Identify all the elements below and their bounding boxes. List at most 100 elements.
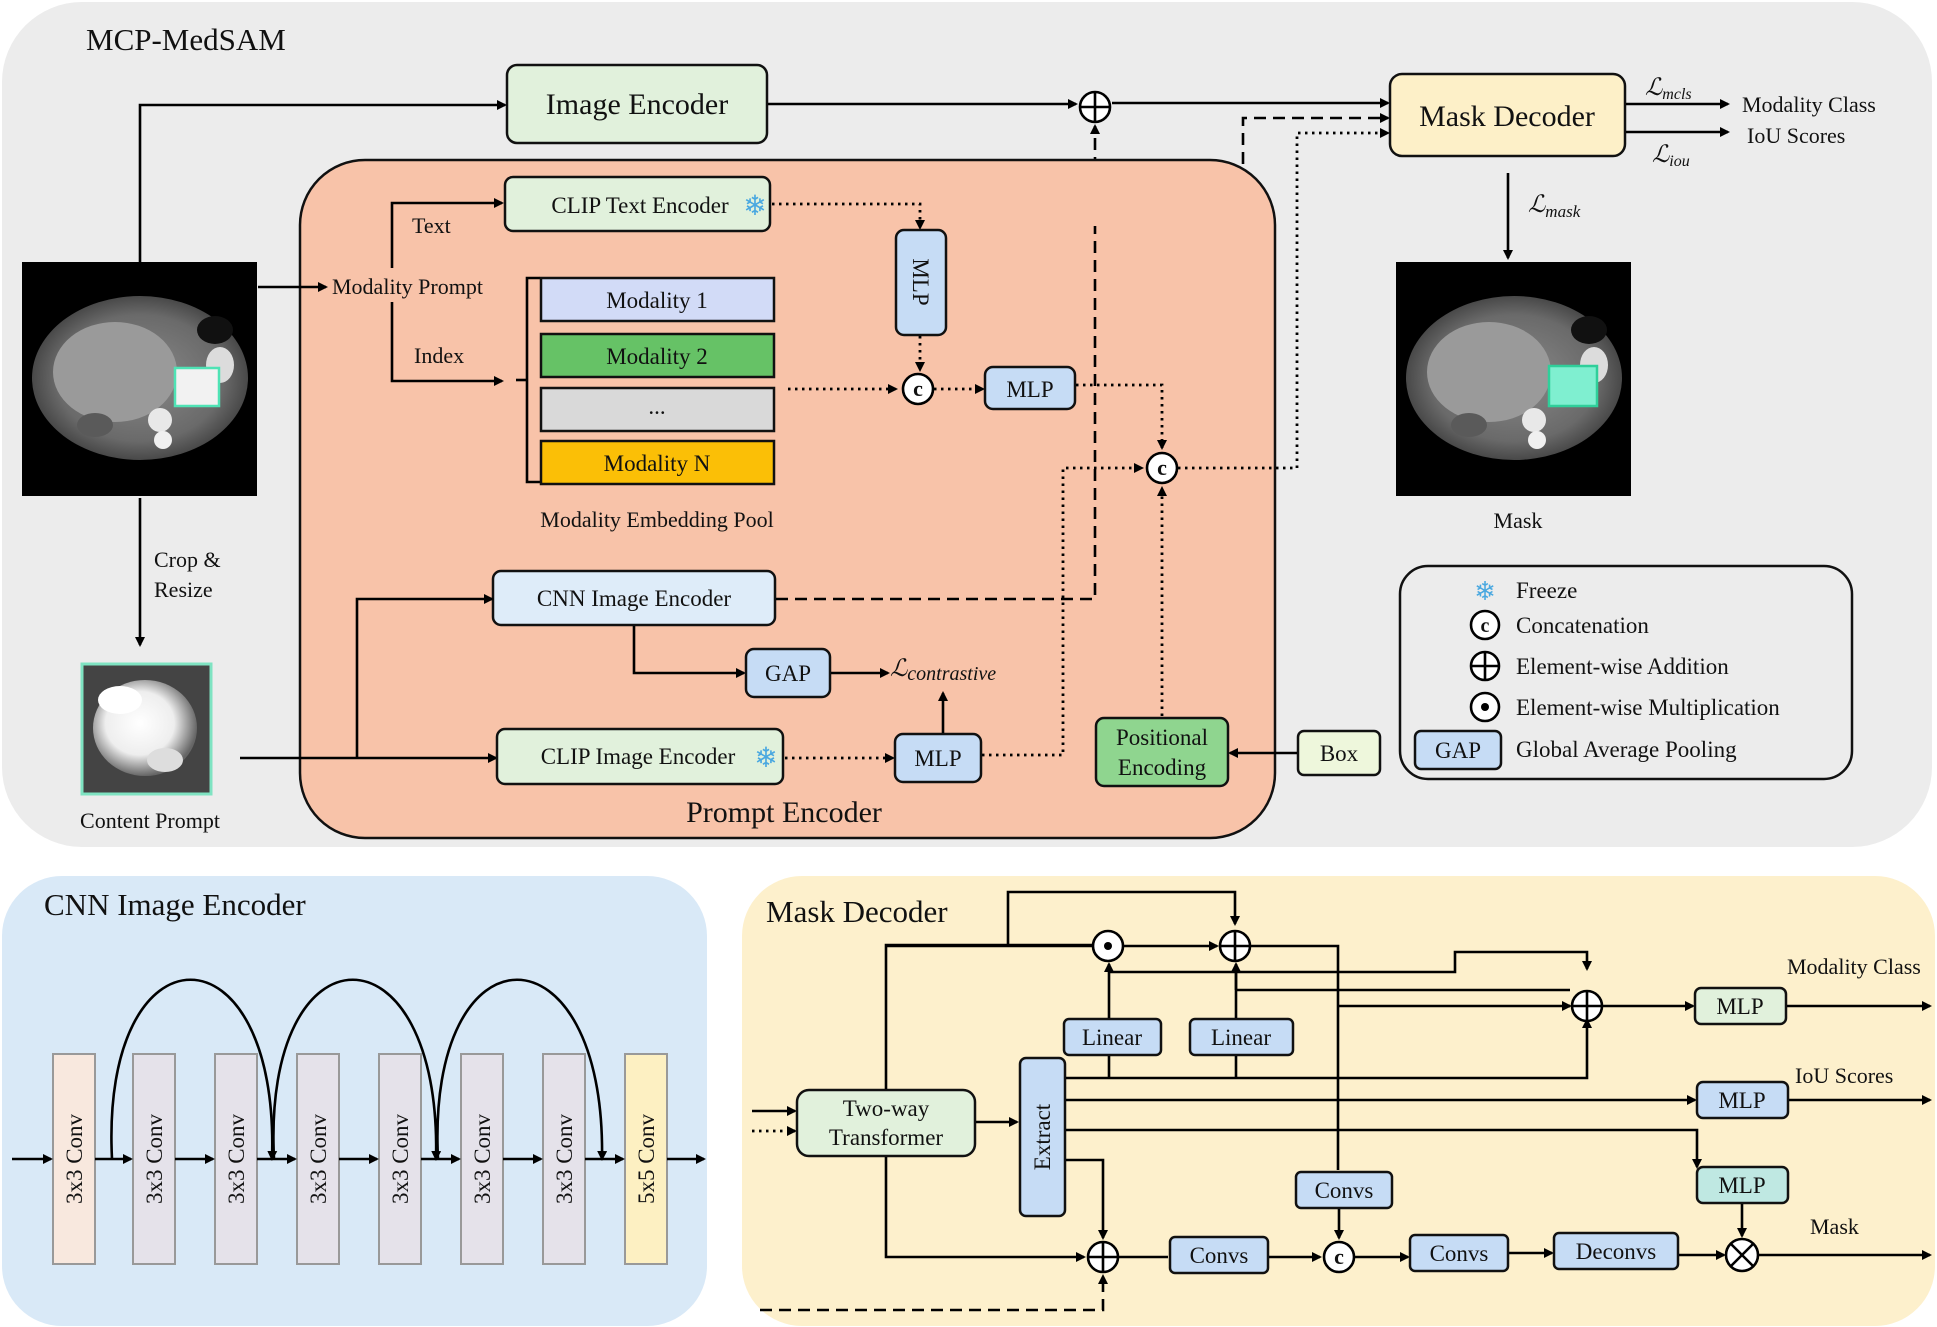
modality-pool: Modality 1 Modality 2 ... Modality N [539,276,776,486]
pool-mlp-box [983,365,1077,411]
modality-ellipsis-box [539,386,776,433]
modality-2-box [539,332,776,379]
top-addition-symbol [1078,90,1112,124]
decoder-mlp-mask-label: MLP [1718,1173,1765,1198]
two-way-transformer-box [795,1088,977,1158]
decoder-matmul-symbol [1724,1237,1760,1273]
iou-scores-output: IoU Scores [1747,123,1845,148]
content-prompt-image [80,662,213,796]
cnn-layer-7-label: 3x3 Conv [552,1113,577,1204]
loss-iou: ℒiou [1652,142,1690,170]
content-prompt-caption: Content Prompt [80,808,220,833]
cnn-encoder-panel-title: CNN Image Encoder [44,887,306,922]
decoder-mlp-modality-box [1693,986,1788,1026]
modality-class-output: Modality Class [1742,92,1876,117]
svg-text:c: c [1481,615,1490,637]
svg-text:c: c [913,376,923,401]
text-mlp-label: MLP [908,258,933,305]
decoder-convs-box-2 [1294,1170,1394,1210]
concat-symbol-2: c [1145,451,1179,485]
prompt-encoder-title: Prompt Encoder [686,796,882,829]
svg-text:c: c [1334,1244,1344,1269]
pool-mlp-label: MLP [1006,377,1053,402]
modality-prompt-label: Modality Prompt [332,274,483,299]
extract-label: Extract [1030,1103,1055,1170]
cnn-layer-1-label: 3x3 Conv [62,1113,87,1204]
modality-n-label: Modality N [604,451,711,476]
legend-concat-icon: c [1469,609,1501,641]
loss-contrastive: ℒcontrastive [890,656,996,685]
legend-panel [1398,564,1854,781]
cnn-layer-6 [460,1053,504,1265]
svg-text:c: c [1157,455,1167,480]
box-prompt-label: Box [1320,741,1359,766]
decoder-convs-box-1 [1168,1235,1270,1275]
output-mask-image [1396,262,1631,496]
legend-freeze: Freeze [1516,578,1577,603]
decoder-convs-label-2: Convs [1315,1178,1374,1203]
two-way-transformer-label-2: Transformer [829,1125,943,1150]
crop-resize-label-2: Resize [154,577,213,602]
modality-embedding-pool-caption: Modality Embedding Pool [540,507,773,532]
decoder-deconvs-box [1552,1231,1680,1271]
prompt-encoder-panel [298,158,1277,840]
box-prompt-box [1296,729,1382,777]
linear-label-2: Linear [1211,1025,1271,1050]
positional-encoding-label-2: Encoding [1118,755,1207,780]
legend-addition-icon [1469,650,1501,682]
cnn-layer-3-label: 3x3 Conv [224,1113,249,1204]
clip-text-encoder-box [503,175,772,233]
decoder-mlp-modality-label: MLP [1716,994,1763,1019]
decoder-addition-symbol-1 [1218,929,1252,963]
gap-label: GAP [765,661,811,686]
concat-symbol-1: c [901,372,935,406]
cnn-layer-7 [542,1053,586,1265]
clip-text-encoder-label: CLIP Text Encoder [551,193,729,218]
cnn-layer-8 [624,1053,668,1265]
decoder-modality-class-label: Modality Class [1787,954,1921,979]
cnn-layer-4-label: 3x3 Conv [306,1113,331,1204]
cnn-layer-2 [132,1053,176,1265]
gap-box [744,647,832,699]
decoder-convs-label-1: Convs [1190,1243,1249,1268]
legend-gap-box [1413,729,1503,771]
text-mlp-box [894,228,948,337]
crop-resize-label-1: Crop & [154,547,221,572]
cnn-image-encoder-label: CNN Image Encoder [537,586,731,611]
mask-caption: Mask [1494,508,1543,533]
modality-n-box [539,439,776,486]
top-panel-title: MCP-MedSAM [86,22,286,57]
cnn-layer-5 [378,1053,422,1265]
linear-box-1 [1062,1017,1163,1057]
decoder-convs-box-3 [1408,1233,1510,1273]
index-branch-label: Index [414,343,464,368]
legend-multiplication: Element-wise Multiplication [1516,695,1780,720]
legend-gap-label: GAP [1435,738,1481,763]
decoder-mask-label: Mask [1810,1214,1859,1239]
cnn-layers: 3x3 Conv 3x3 Conv 3x3 Conv 3x3 Conv 3x3 … [52,1053,668,1265]
legend-addition: Element-wise Addition [1516,654,1729,679]
two-way-transformer-label-1: Two-way [843,1096,930,1121]
decoder-deconvs-label: Deconvs [1576,1239,1657,1264]
positional-encoding-label-1: Positional [1116,725,1208,750]
freeze-icon: ❄ [743,191,766,222]
clip-image-encoder-label: CLIP Image Encoder [541,744,736,769]
decoder-mlp-iou-box [1695,1080,1790,1120]
text-branch-label: Text [412,213,451,238]
decoder-convs-label-3: Convs [1430,1241,1489,1266]
loss-mask: ℒmask [1528,192,1581,221]
decoder-multiplication-symbol [1091,929,1125,963]
cnn-layer-8-label: 5x5 Conv [634,1113,659,1204]
decoder-concat-symbol: c [1322,1240,1356,1274]
modality-1-label: Modality 1 [606,288,708,313]
cnn-layer-5-label: 3x3 Conv [388,1113,413,1204]
modality-1-box [539,276,776,323]
image-encoder-box [505,63,769,145]
input-ct-image [22,262,257,496]
clip-mlp-box [893,732,983,784]
legend-multiplication-icon [1469,691,1501,723]
linear-box-2 [1188,1017,1295,1057]
mask-decoder-box [1388,72,1627,158]
modality-2-label: Modality 2 [606,344,708,369]
